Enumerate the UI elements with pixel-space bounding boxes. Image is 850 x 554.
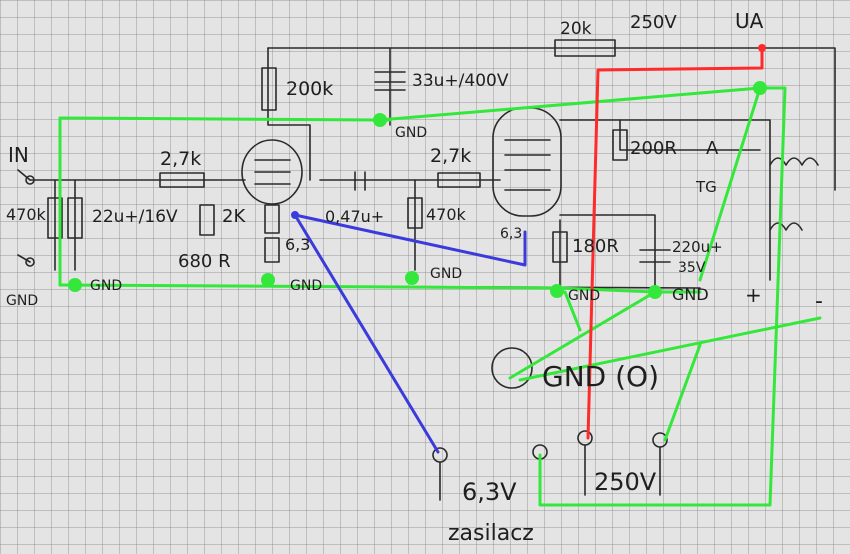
label-20k: 20k <box>560 19 592 39</box>
label-gnd-top: GND <box>395 125 427 141</box>
labels: IN GND 470k 22u+/16V 2,7k 2K 680 R 6,3 2… <box>6 9 823 546</box>
capacitor-220u <box>639 249 671 263</box>
label-63-b: 6,3 <box>500 226 522 242</box>
ground-wire-bottom <box>58 283 702 294</box>
label-200r: 200R <box>630 138 677 159</box>
terminal-250v <box>577 430 593 446</box>
terminal-63v <box>432 447 448 463</box>
label-63-a: 6,3 <box>285 235 310 254</box>
label-anode-a: A <box>706 138 719 159</box>
label-2k: 2K <box>222 206 246 227</box>
label-gnd-4: GND <box>568 288 600 304</box>
transformer-secondary <box>769 222 803 231</box>
ground-node-right <box>753 81 767 95</box>
terminal-arrows <box>17 169 31 263</box>
resistor-200r <box>612 129 628 161</box>
heater-wire-2 <box>293 213 440 454</box>
label-gnd-left: GND <box>6 293 38 309</box>
label-plus: + <box>745 283 762 307</box>
heater-wires <box>291 211 527 454</box>
label-63v: 6,3V <box>462 478 517 506</box>
resistor-680 <box>264 237 280 263</box>
label-2k7-in: 2,7k <box>160 148 201 170</box>
label-047: 0,47u+ <box>325 207 384 226</box>
label-gnd-o: GND (O) <box>542 360 659 393</box>
ground-node-3 <box>405 271 419 285</box>
ua-node <box>758 44 766 52</box>
label-680r: 680 R <box>178 251 231 272</box>
label-zasilacz: zasilacz <box>448 521 534 546</box>
ground-wire-minus <box>518 316 822 382</box>
ground-wire-diag <box>698 86 762 282</box>
resistor-cathode <box>264 204 280 234</box>
ground-wire-top <box>58 86 762 122</box>
heater-node <box>291 211 299 219</box>
tube-2 <box>492 107 562 217</box>
label-250v-top: 250V <box>630 12 677 33</box>
label-220u: 220u+ <box>672 238 723 256</box>
tube-2-elements <box>504 139 551 191</box>
resistor-2k7-g2 <box>437 172 481 188</box>
heater-wire-1 <box>293 213 527 267</box>
ground-node-4 <box>550 284 564 298</box>
resistor-200k <box>261 67 277 111</box>
cathode-bypass-line <box>559 214 656 291</box>
label-200k: 200k <box>286 78 333 100</box>
label-33u: 33u+/400V <box>412 71 509 91</box>
capacitor-33u <box>374 71 406 91</box>
label-180r: 180R <box>572 236 619 257</box>
label-22u: 22u+/16V <box>92 207 178 227</box>
gnd-terminal <box>25 257 35 267</box>
resistor-470k-left <box>47 197 63 239</box>
anode-line <box>267 47 311 181</box>
label-gnd-2: GND <box>290 278 322 294</box>
psu-ground-symbol <box>491 347 533 389</box>
ground-node-1 <box>68 278 82 292</box>
ground-wire-stub <box>563 290 582 332</box>
capacitor-047 <box>354 171 366 191</box>
ground-wire-right <box>538 86 787 507</box>
label-470k-mid: 470k <box>426 205 467 224</box>
resistor-180r <box>552 231 568 263</box>
tube-1 <box>241 139 303 205</box>
ground-wire-to-symbol <box>508 290 657 380</box>
ground-node-2 <box>261 273 275 287</box>
high-voltage-wire <box>586 46 764 440</box>
label-ua: UA <box>735 9 764 33</box>
label-in: IN <box>8 143 29 167</box>
label-minus: - <box>815 289 823 314</box>
ground-node-top <box>373 113 387 127</box>
capacitor-2k <box>199 204 215 236</box>
psu-leads <box>439 444 661 501</box>
label-35v: 35V <box>678 260 706 276</box>
ground-wire-to-minus-terminal <box>663 343 702 442</box>
tube-1-elements <box>254 159 291 185</box>
components <box>17 39 819 501</box>
resistor-20k <box>554 39 616 57</box>
ground-wires <box>58 81 822 507</box>
label-gnd-1: GND <box>90 278 122 294</box>
capacitor-22u <box>67 197 83 239</box>
label-250v: 250V <box>594 468 657 496</box>
resistor-2k7-in <box>159 172 205 188</box>
label-gnd-5: GND <box>672 285 709 304</box>
ground-node-5 <box>648 285 662 299</box>
label-470k-left: 470k <box>6 205 47 224</box>
label-tg: TG <box>695 178 717 196</box>
input-terminal <box>25 175 35 185</box>
label-2k7-g2: 2,7k <box>430 145 471 167</box>
label-gnd-3: GND <box>430 266 462 282</box>
anode-transformer-line <box>559 119 771 281</box>
transformer-primary <box>769 157 819 166</box>
b-plus-rail <box>267 47 836 191</box>
resistor-470k-mid <box>407 197 423 229</box>
